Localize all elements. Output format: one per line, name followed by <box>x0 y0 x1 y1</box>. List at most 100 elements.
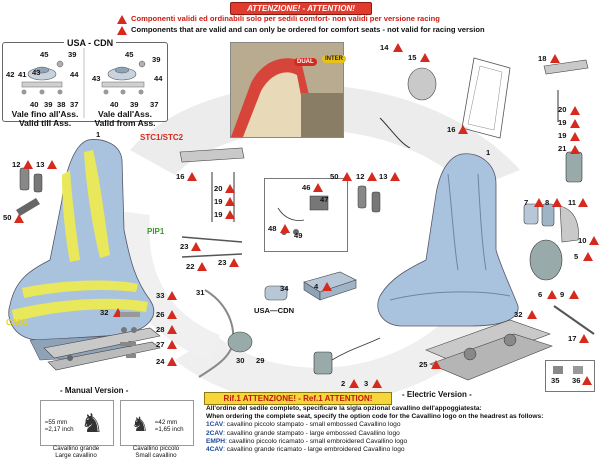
part-number: 10 <box>578 236 587 245</box>
part-number: 34 <box>280 284 289 293</box>
part-number: 12 <box>12 160 21 169</box>
small-dimension: ≈42 mm≈1,65 inch <box>155 419 184 433</box>
warning-triangle-icon <box>225 197 235 206</box>
warning-text-italian: Componenti validi ed ordinabili solo per… <box>131 14 440 23</box>
inter-label: INTER <box>322 55 346 63</box>
warning-triangle-icon <box>113 308 123 317</box>
part-number: 42 <box>6 70 15 79</box>
valid-from-caption: Vale dall'Ass.Valid from Ass. <box>94 109 156 128</box>
part-number: 23 <box>218 258 227 267</box>
part-number: 19 <box>214 197 223 206</box>
warning-triangle-icon <box>583 252 593 261</box>
part-number: 24 <box>156 357 165 366</box>
warning-triangle-icon <box>390 172 400 181</box>
part-number: 18 <box>538 54 547 63</box>
warning-triangle-icon <box>117 26 127 35</box>
warning-triangle-icon <box>420 53 430 62</box>
dual-label: DUAL <box>294 58 317 66</box>
part-number: 38 <box>57 100 66 109</box>
warning-triangle-icon <box>197 262 207 271</box>
warning-triangle-icon <box>570 145 580 154</box>
part-number: 31 <box>196 288 205 297</box>
large-cavallino-box: ♞ ≈55 mm≈2,17 inch <box>40 400 114 446</box>
part-number: 25 <box>419 360 428 369</box>
warning-triangle-icon <box>191 242 201 251</box>
warning-triangle-icon <box>458 125 468 134</box>
part-number: 15 <box>408 53 417 62</box>
cavallino-icon: ♞ <box>80 408 104 438</box>
part-number: 32 <box>514 310 523 319</box>
part-number: 44 <box>154 74 163 83</box>
headrest-rods-drawing <box>543 59 589 183</box>
legend-item: 1CAV: cavallino piccolo stampato - small… <box>206 421 401 429</box>
warning-triangle-icon <box>589 236 599 245</box>
part-number: 43 <box>92 74 101 83</box>
usa-cdn-title: USA - CDN <box>64 38 117 48</box>
warning-triangle-icon <box>280 224 290 233</box>
part-number: 39 <box>130 100 139 109</box>
warning-triangle-icon <box>342 172 352 181</box>
part-number: 41 <box>18 70 27 79</box>
part-number: 11 <box>568 198 577 207</box>
cavallino-legend: All'ordine del sedile completo, specific… <box>206 405 592 454</box>
usa-cdn-parts-drawing <box>21 48 146 118</box>
part-number: 17 <box>568 334 577 343</box>
warning-triangle-icon <box>313 183 323 192</box>
part-number: 40 <box>110 100 119 109</box>
legend-line-english: When ordering the complete seat, specify… <box>206 413 544 421</box>
part-number: 19 <box>558 131 567 140</box>
part-number: 27 <box>156 340 165 349</box>
part-number: 39 <box>68 50 77 59</box>
part-number: 1 <box>486 148 491 157</box>
warning-triangle-icon <box>578 198 588 207</box>
part-number: 8 <box>545 198 550 207</box>
part-number: 21 <box>558 144 567 153</box>
warning-triangle-icon <box>570 106 580 115</box>
warning-triangle-icon <box>187 172 197 181</box>
cavallino-icon: ♞ <box>131 414 149 436</box>
part-number: 33 <box>156 291 165 300</box>
part-number: 35 <box>551 376 560 385</box>
warning-triangle-icon <box>225 210 235 219</box>
manual-version-label: - Manual Version - <box>60 386 129 395</box>
part-number: 45 <box>40 50 49 59</box>
warning-triangle-icon <box>431 360 441 369</box>
part-number: 39 <box>152 55 161 64</box>
electric-seat-illustration <box>377 153 519 327</box>
warning-triangle-icon <box>570 132 580 141</box>
part-number: 19 <box>558 118 567 127</box>
warning-triangle-icon <box>367 172 377 181</box>
warning-triangle-icon <box>527 310 537 319</box>
warning-triangle-icon <box>14 214 24 223</box>
part-number: 28 <box>156 325 165 334</box>
wiring-motor-drawing <box>313 337 381 375</box>
part-number: 9 <box>560 290 565 299</box>
part-number: 50 <box>3 213 12 222</box>
warning-triangle-icon <box>23 160 33 169</box>
part-number: 46 <box>302 183 311 192</box>
part-number: 5 <box>574 252 579 261</box>
part-number: 37 <box>70 100 79 109</box>
warning-triangle-icon <box>570 119 580 128</box>
warning-triangle-icon <box>552 198 562 207</box>
warning-triangle-icon <box>547 290 557 299</box>
warning-triangle-icon <box>47 160 57 169</box>
part-number: 43 <box>32 68 41 77</box>
part-number: 45 <box>125 50 134 59</box>
warning-triangle-icon <box>167 340 177 349</box>
part-number: 14 <box>380 43 389 52</box>
part-number: 2 <box>341 379 346 388</box>
part-number: 26 <box>156 310 165 319</box>
pip-callout: PIP1 <box>147 227 165 236</box>
parts-box-35-36-drawing <box>553 366 583 374</box>
part-number: 20 <box>558 105 567 114</box>
small-cavallino-box: ♞ ≈42 mm≈1,65 inch <box>120 400 194 446</box>
parts-box-46-49 <box>264 178 348 252</box>
headrest-guides-drawing <box>179 147 245 258</box>
stc-callout: STC1/STC2 <box>140 133 184 142</box>
part-number: 29 <box>256 356 265 365</box>
